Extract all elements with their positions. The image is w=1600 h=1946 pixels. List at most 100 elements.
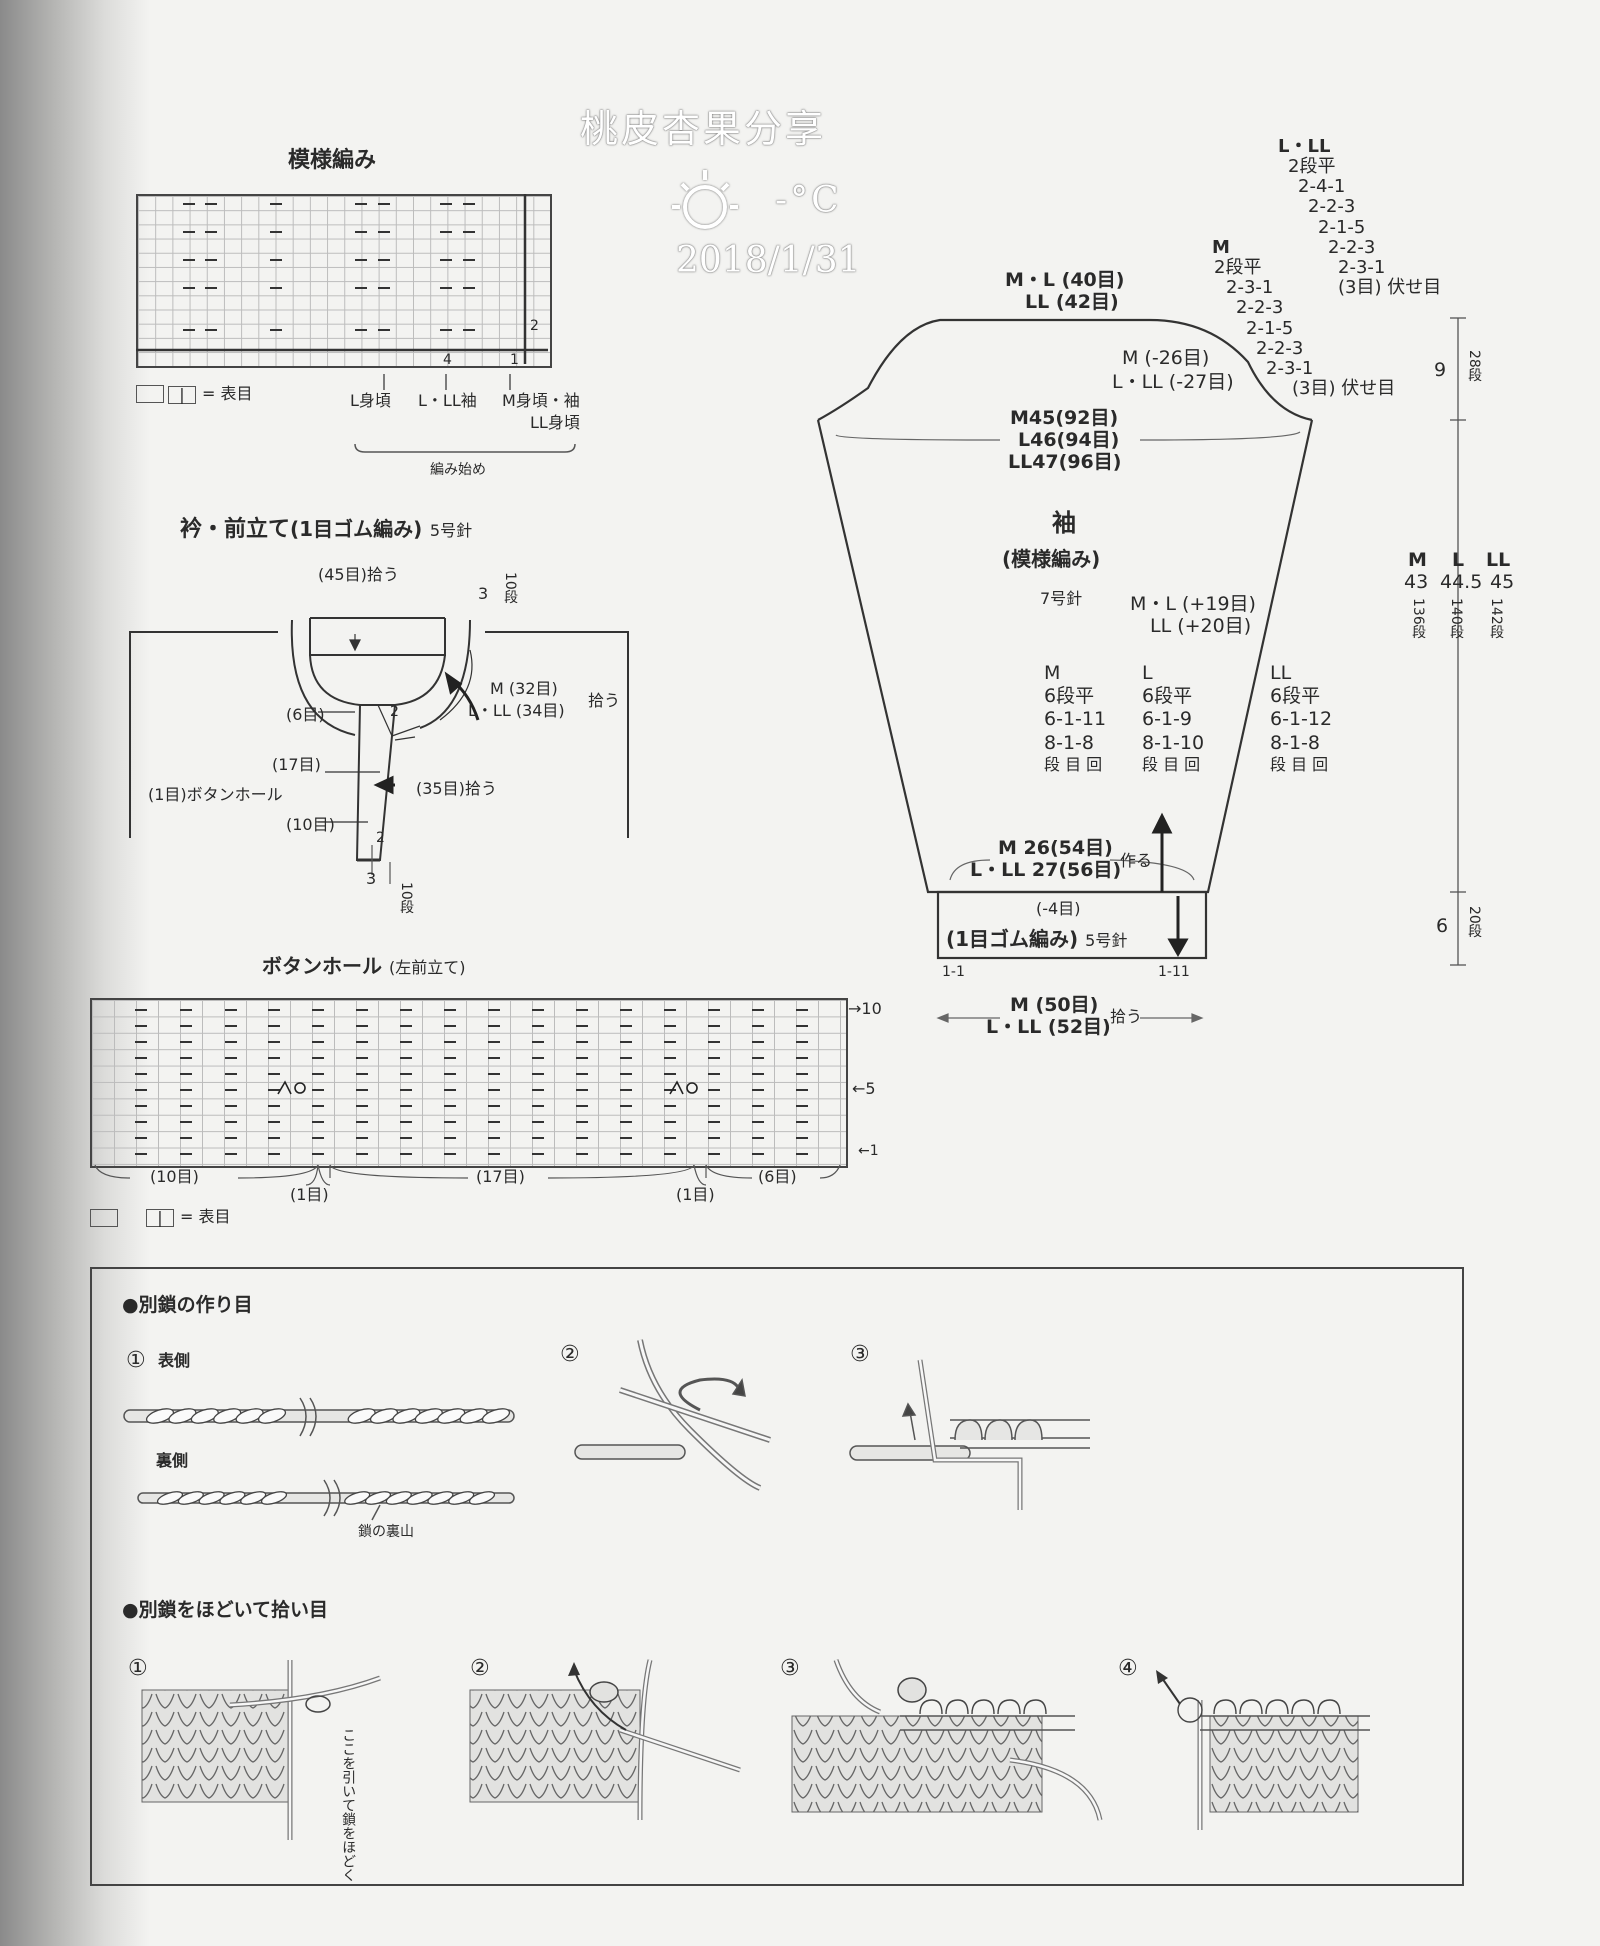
sleeve-inc-ml: M・L (+19目) <box>1130 593 1256 615</box>
tech-p4-num: ④ <box>1118 1656 1138 1681</box>
pattern-chart-grid <box>136 194 552 368</box>
body-l-rows: 140段 <box>1448 598 1465 639</box>
technique-sec1-title: ●別鎖の作り目 <box>122 1294 253 1316</box>
sleeve-minus4: (-4目) <box>1036 899 1081 918</box>
sleeve-width-ll: LL47(96目) <box>1008 451 1122 473</box>
sleeve-rib: (1目ゴム編み) 5号針 <box>946 927 1128 951</box>
dim-rib-rows: 20段 <box>1466 906 1483 938</box>
bh-seg-1a: (1目) <box>290 1185 329 1204</box>
collar-pick-top: (45目)拾う <box>318 565 399 584</box>
collar-10: (10目) <box>286 815 335 834</box>
tech-p3-num: ③ <box>780 1656 800 1681</box>
knit-start-label: 編み始め <box>430 462 486 478</box>
bh-seg-10: (10目) <box>150 1167 199 1186</box>
pattern-num-1: 1 <box>510 352 519 368</box>
bh-row5: ←5 <box>852 1079 876 1098</box>
watermark-temp: -°C <box>775 180 842 221</box>
size-ll-header: LL <box>1486 549 1511 571</box>
sleeve-pick: 拾う <box>1110 1007 1143 1026</box>
sleeve-rib-marks-right: 1-11 <box>1158 964 1190 980</box>
tech-s1-front: 表側 <box>158 1351 191 1370</box>
pattern-chart-title: 模様編み <box>288 148 377 173</box>
tech-p1-num: ① <box>128 1656 148 1681</box>
buttonhole-grid <box>90 998 848 1168</box>
collar-top-rows: 10段 <box>502 572 519 604</box>
tech-p1-note: ここを引いて鎖をほどく <box>340 1728 357 1882</box>
size-m-header: M <box>1408 549 1427 571</box>
collar-buttonhole: (1目)ボタンホール <box>148 785 283 804</box>
sleeve-pick-m: M (50目) <box>1010 994 1099 1016</box>
tech-p2-num: ② <box>470 1656 490 1681</box>
label-ll-body: LL身頃 <box>530 413 580 432</box>
label-l-body: L身頃 <box>350 391 391 410</box>
buttonhole-title: ボタンホール (左前立て) <box>262 954 466 978</box>
body-l-cm: 44.5 <box>1440 571 1483 593</box>
sleeve-dec-m: M (-26目) <box>1122 347 1210 369</box>
page-binding-shadow <box>0 0 150 1946</box>
pattern-num-2: 2 <box>530 318 539 334</box>
bh-seg-17: (17目) <box>476 1167 525 1186</box>
body-m-cm: 43 <box>1404 571 1429 593</box>
sleeve-dec-lll: L・LL (-27目) <box>1112 371 1234 393</box>
tech-s3-num: ③ <box>850 1342 870 1367</box>
sleeve-rib-marks-left: 1-1 <box>942 964 965 980</box>
sleeve-width-l: L46(94目) <box>1018 429 1120 451</box>
size-l-header: L <box>1452 549 1465 571</box>
technique-sec2-title: ●別鎖をほどいて拾い目 <box>122 1599 329 1621</box>
sleeve-cast-make: 作る <box>1120 851 1153 870</box>
collar-17: (17目) <box>272 755 321 774</box>
watermark-title: 桃皮杏果分享 <box>580 107 827 151</box>
technique-box <box>90 1267 1464 1886</box>
cap-lll-stack: L・LL 2段平 2-4-1 2-2-3 2-1-5 2-2-3 2-3-1 (… <box>1278 136 1442 299</box>
body-m-rows: 136段 <box>1410 598 1427 639</box>
tech-s1-note: 鎖の裏山 <box>358 1524 414 1540</box>
collar-pick-mid: 拾う <box>588 691 621 710</box>
label-m-body-sleeve: M身頃・袖 <box>502 391 580 410</box>
sleeve-top-ll: LL (42目) <box>1025 291 1119 313</box>
pattern-legend: |= 表目 <box>168 384 253 404</box>
label-lll-sleeve: L・LL袖 <box>418 391 477 410</box>
sleeve-inc-ll: LL (+20目) <box>1150 615 1252 637</box>
dim-cap-rows: 28段 <box>1466 350 1483 382</box>
cap-m-stack: M 2段平 2-3-1 2-2-3 2-1-5 2-2-3 2-3-1 (3目)… <box>1212 237 1396 400</box>
collar-small-2a: 2 <box>390 704 399 720</box>
sleeve-cast-lll: L・LL 27(56目) <box>970 859 1122 881</box>
collar-lll-label: L・LL (34目) <box>468 701 565 720</box>
bh-seg-6: (6目) <box>758 1167 797 1186</box>
sleeve-width-m: M45(92目) <box>1010 407 1119 429</box>
sleeve-pattern: (模様編み) <box>1002 547 1101 571</box>
sleeve-pick-lll: L・LL (52目) <box>986 1016 1111 1038</box>
sleeve-top-ml: M・L (40目) <box>1005 269 1125 291</box>
tech-s2-num: ② <box>560 1342 580 1367</box>
collar-top-3: 3 <box>478 584 489 603</box>
collar-bot-3: 3 <box>366 869 377 888</box>
knit-legend-symbol <box>136 384 164 403</box>
collar-6: (6目) <box>286 705 325 724</box>
body-ll-cm: 45 <box>1490 571 1515 593</box>
bh-legend: |= 表目 <box>90 1207 231 1227</box>
body-ll-rows: 142段 <box>1488 598 1505 639</box>
sleeve-cast-m: M 26(54目) <box>998 837 1113 859</box>
bh-row10: →10 <box>848 999 882 1018</box>
tech-s1-back: 裏側 <box>156 1451 189 1470</box>
collar-pick35: (35目)拾う <box>416 779 497 798</box>
sleeve-needle7: 7号針 <box>1040 589 1083 608</box>
dim-cap-cm: 9 <box>1434 359 1447 381</box>
collar-title: 衿・前立て(1目ゴム編み) 5号針 <box>180 517 473 542</box>
collar-m-label: M (32目) <box>490 679 558 698</box>
bh-row1: ←1 <box>858 1143 879 1159</box>
collar-small-2b: 2 <box>376 830 385 846</box>
sleeve-name: 袖 <box>1052 509 1076 537</box>
collar-bot-rows: 10段 <box>398 882 415 914</box>
tech-s1-num: ① <box>126 1348 146 1373</box>
